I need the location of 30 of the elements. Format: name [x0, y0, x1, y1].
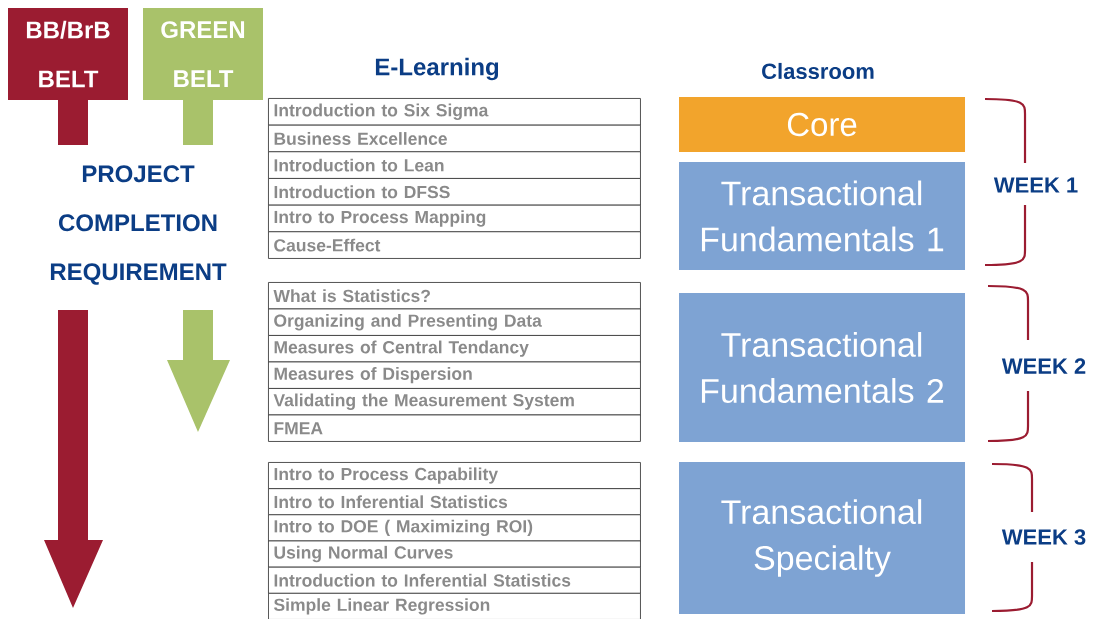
course-box: Transactional Fundamentals 2 — [679, 293, 965, 442]
week-label: WEEK 3 — [1001, 529, 1086, 545]
week-label: WEEK 2 — [1001, 358, 1086, 374]
course-row: Measures of Central Tendancy — [268, 335, 641, 363]
course-box: Transactional Fundamentals 1 — [679, 162, 965, 270]
course-box: Core — [679, 97, 965, 152]
course-row: Business Excellence — [268, 124, 641, 153]
course-row: Introduction to DFSS — [268, 178, 641, 206]
course-row: Simple Linear Regression — [268, 592, 641, 619]
course-row: Intro to Process Capability — [268, 462, 641, 490]
course-row: Organizing and Presenting Data — [268, 308, 641, 336]
course-row: Intro to Process Mapping — [268, 204, 641, 233]
course-row: Validating the Measurement System — [268, 388, 641, 416]
course-row: What is Statistics? — [268, 282, 641, 310]
requirement-text: PROJECT COMPLETION REQUIREMENT — [50, 165, 227, 285]
course-row: Using Normal Curves — [268, 540, 641, 568]
course-row: Introduction to Lean — [268, 151, 641, 179]
column-heading: E-Learning — [375, 57, 499, 81]
course-row: FMEA — [268, 414, 641, 442]
belt-box: GREEN BELT — [143, 8, 263, 100]
week-label: WEEK 1 — [993, 177, 1078, 193]
belt-box: BB/BrB BELT — [8, 8, 128, 100]
course-row: Introduction to Six Sigma — [268, 98, 641, 126]
course-row: Measures of Dispersion — [268, 361, 641, 389]
node-label: Simple Linear Regression — [273, 598, 490, 615]
course-row: Intro to Inferential Statistics — [268, 488, 641, 516]
course-row: Introduction to Inferential Statistics — [268, 566, 641, 594]
course-row: Intro to DOE ( Maximizing ROI) — [268, 514, 641, 542]
course-box: Transactional Specialty — [679, 462, 965, 614]
course-row: Cause-Effect — [268, 231, 641, 259]
